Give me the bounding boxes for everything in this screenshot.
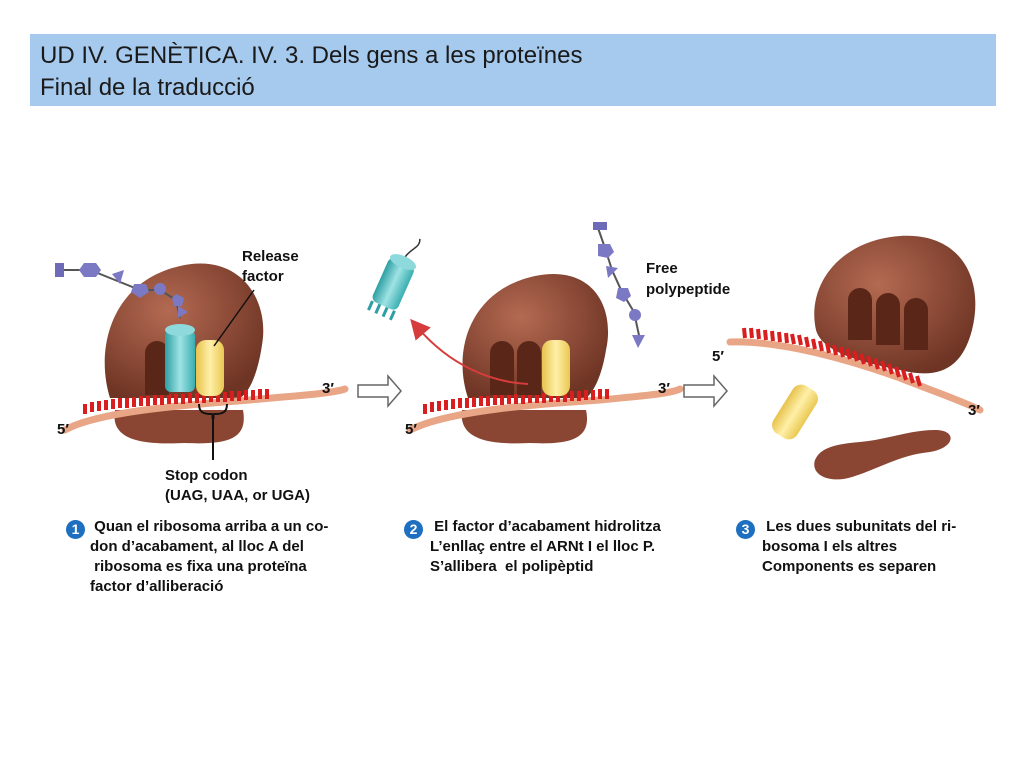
released-trna bbox=[367, 238, 421, 321]
small-subunit bbox=[461, 410, 588, 444]
step-3-line-2: bosoma I els altres bbox=[762, 538, 898, 555]
step-2-text: El factor d’acabament hidrolitza L’enlla… bbox=[430, 517, 661, 577]
three-prime-label-3: 3′ bbox=[968, 402, 980, 419]
free-polypeptide bbox=[593, 222, 645, 348]
release-factor bbox=[196, 340, 224, 396]
step-1-line-2: don d’acabament, al lloc A del bbox=[90, 538, 304, 555]
release-factor-pointer bbox=[213, 289, 255, 347]
step-1-text: Quan el ribosoma arriba a un co- don d’a… bbox=[90, 517, 328, 597]
panel-2 bbox=[367, 222, 684, 444]
panel-1 bbox=[55, 263, 349, 460]
step-2-line-2: L’enllaç entre el ARNt I el lloc P. bbox=[430, 538, 656, 555]
step-1-line-4: factor d’alliberació bbox=[90, 578, 224, 595]
release-factor-label-1: Release bbox=[242, 248, 299, 265]
step-1-line-3: ribosoma es fixa una proteïna bbox=[90, 558, 307, 575]
five-prime-label-1: 5′ bbox=[57, 421, 69, 438]
p-site bbox=[490, 341, 514, 395]
slide-subtitle: Final de la traducció bbox=[40, 74, 255, 101]
release-factor-label-2: factor bbox=[242, 268, 284, 285]
stop-codon-label-2: (UAG, UAA, or UGA) bbox=[165, 487, 310, 504]
free-polypeptide-label-1: Free bbox=[646, 260, 678, 277]
five-prime-label-3: 5′ bbox=[712, 348, 724, 365]
three-prime-label-1: 3′ bbox=[322, 380, 334, 397]
title-bar: UD IV. GENÈTICA. IV. 3. Dels gens a les … bbox=[30, 34, 996, 106]
codon-ticks bbox=[423, 389, 609, 414]
step-arrow-2 bbox=[683, 373, 728, 409]
mrna-strand bbox=[726, 338, 984, 414]
released-release-factor bbox=[772, 384, 818, 440]
codon-ticks bbox=[83, 389, 269, 414]
step-2-badge: 2 bbox=[404, 520, 423, 539]
exit-arrow bbox=[410, 318, 529, 385]
large-subunit-grooves bbox=[848, 288, 928, 350]
step-arrow-1 bbox=[357, 373, 402, 409]
p-site bbox=[145, 341, 169, 395]
release-factor bbox=[542, 340, 570, 396]
step-3-text: Les dues subunitats del ri- bosoma I els… bbox=[762, 517, 956, 577]
step-3-line-3: Components es separen bbox=[762, 558, 937, 575]
slide-title: UD IV. GENÈTICA. IV. 3. Dels gens a les … bbox=[40, 42, 583, 69]
small-subunit bbox=[814, 430, 951, 480]
step-3-badge: 3 bbox=[736, 520, 755, 539]
step-3-line-1: Les dues subunitats del ri- bbox=[762, 518, 957, 535]
stop-codon-label-1: Stop codon bbox=[165, 467, 248, 484]
five-prime-label-2: 5′ bbox=[405, 421, 417, 438]
step-1-badge: 1 bbox=[66, 520, 85, 539]
mrna-strand bbox=[406, 385, 684, 434]
trna bbox=[165, 324, 195, 392]
stop-codon-bracket bbox=[198, 403, 228, 460]
free-polypeptide-label-2: polypeptide bbox=[646, 281, 730, 298]
step-2-line-3: S’allibera el polipèptid bbox=[430, 558, 594, 575]
step-2-line-1: El factor d’acabament hidrolitza bbox=[430, 518, 661, 535]
small-subunit bbox=[114, 410, 244, 444]
step-1-line-1: Quan el ribosoma arriba a un co- bbox=[90, 518, 329, 535]
panel-3 bbox=[726, 235, 984, 480]
a-site bbox=[517, 341, 541, 395]
polypeptide-chain-1 bbox=[55, 263, 188, 319]
codon-ticks bbox=[742, 327, 922, 387]
three-prime-label-2: 3′ bbox=[658, 380, 670, 397]
